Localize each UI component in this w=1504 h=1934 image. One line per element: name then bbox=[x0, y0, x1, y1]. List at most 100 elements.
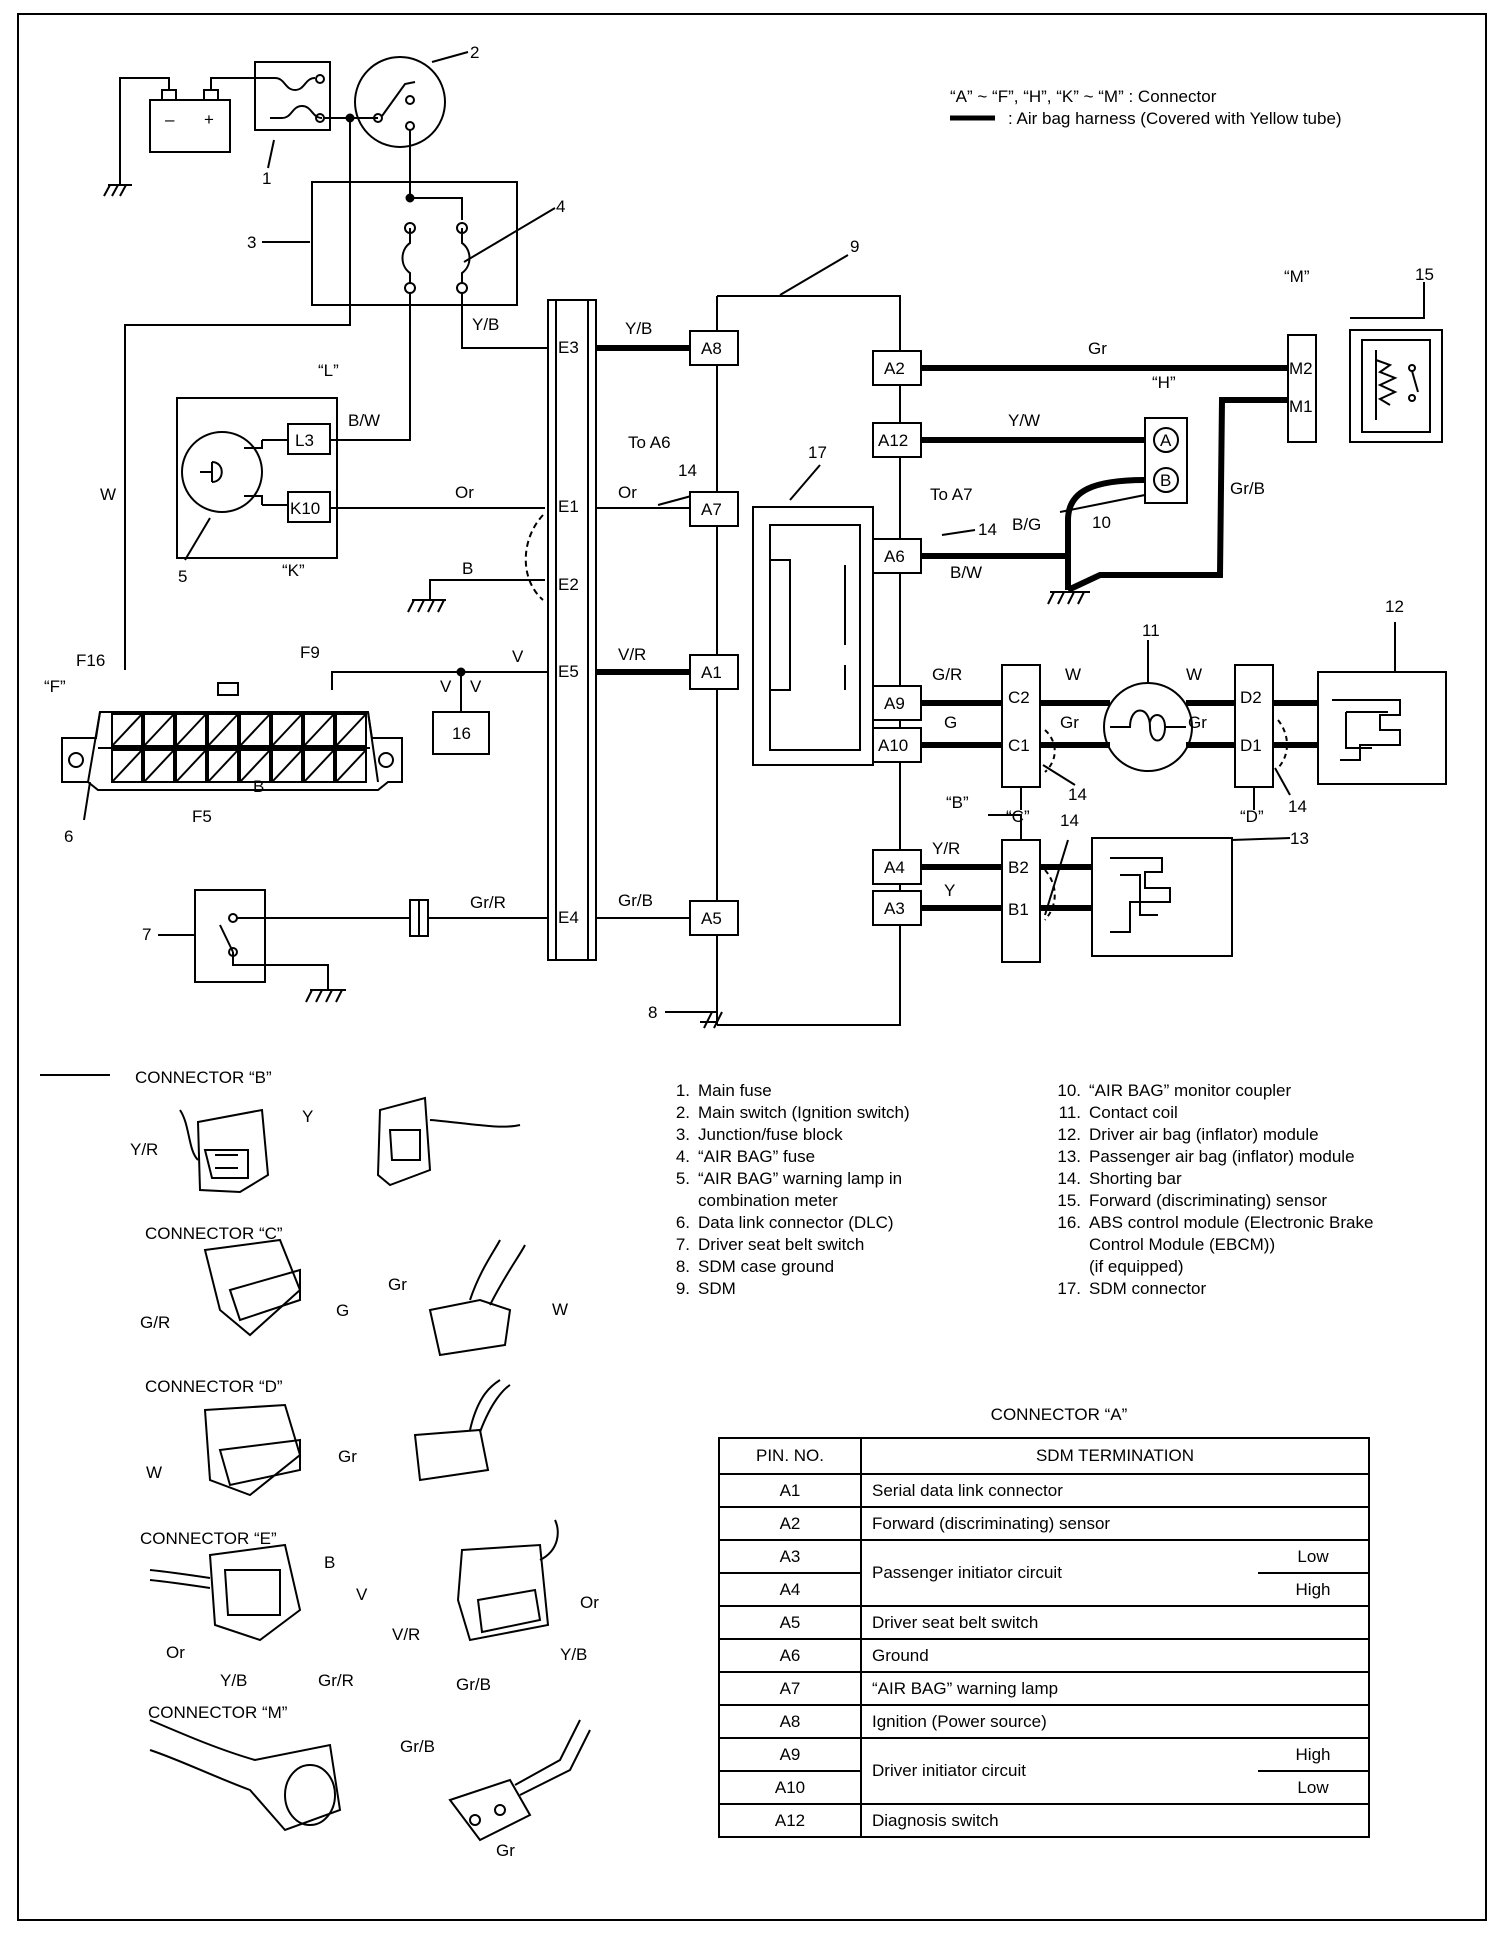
callout-14: 14 bbox=[678, 461, 697, 480]
legend-item-number: 11. bbox=[1058, 1103, 1081, 1122]
pin-cell: A2 bbox=[718, 1506, 862, 1541]
connector-d-title: CONNECTOR “D” bbox=[145, 1377, 283, 1396]
legend-item-number: 3. bbox=[675, 1125, 690, 1144]
wire-gr-r: G/R bbox=[932, 665, 962, 684]
table-header-row: PIN. NO. SDM TERMINATION bbox=[718, 1437, 1370, 1475]
pin-f9: F9 bbox=[300, 643, 320, 662]
pin-cell: A1 bbox=[718, 1473, 862, 1508]
connector-name-f: “F” bbox=[44, 677, 66, 696]
pin-box-a9 bbox=[872, 685, 922, 721]
connector-b-view bbox=[179, 1096, 521, 1194]
pin-a12: A12 bbox=[878, 431, 908, 450]
legend-item: 12.Driver air bag (inflator) module bbox=[1045, 1124, 1445, 1146]
pin-box-a6 bbox=[872, 538, 922, 574]
pin-e2: E2 bbox=[558, 575, 579, 594]
wire-y: Y bbox=[944, 881, 955, 900]
passenger-airbag-module bbox=[1091, 837, 1233, 957]
connector-e-label-b: B bbox=[324, 1553, 335, 1572]
pin-cell: A3 bbox=[718, 1539, 862, 1574]
termination-cell: Driver seat belt switch bbox=[860, 1605, 1370, 1640]
legend-item-text: Shorting bar bbox=[1089, 1169, 1182, 1188]
connector-a-title: CONNECTOR “A” bbox=[990, 1405, 1128, 1424]
connector-c-block bbox=[1001, 664, 1041, 810]
connector-e-view bbox=[149, 1519, 559, 1642]
legend-item-number: 5. bbox=[675, 1169, 690, 1188]
legend-item-number: 8. bbox=[675, 1257, 690, 1276]
table-row: A7“AIR BAG” warning lamp bbox=[718, 1671, 1370, 1706]
connector-m-title: CONNECTOR “M” bbox=[148, 1703, 288, 1722]
connector-e-label-yb: Y/B bbox=[220, 1671, 247, 1690]
pin-cell: A10 bbox=[718, 1770, 862, 1805]
pin-m1: M1 bbox=[1289, 397, 1313, 416]
pin-b1: B1 bbox=[1008, 900, 1029, 919]
header-pin-no: PIN. NO. bbox=[718, 1437, 862, 1475]
connector-c-title: CONNECTOR “C” bbox=[145, 1224, 283, 1243]
legend-item: 9.SDM bbox=[660, 1278, 1000, 1300]
wire-bw: B/W bbox=[348, 411, 380, 430]
termination-cell: Ignition (Power source) bbox=[860, 1704, 1370, 1739]
connector-e-label-or: Or bbox=[166, 1643, 185, 1662]
level-label: High bbox=[1295, 1579, 1331, 1599]
callout-2: 2 bbox=[470, 43, 479, 62]
pin-b2: B2 bbox=[1008, 858, 1029, 877]
pin-box-a7 bbox=[689, 491, 739, 527]
callout-15: 15 bbox=[1415, 265, 1434, 284]
legend-item-text: Data link connector (DLC) bbox=[698, 1213, 894, 1232]
pin-box-a10 bbox=[872, 727, 922, 763]
note-to-a7: To A7 bbox=[930, 485, 973, 504]
seat-belt-switch bbox=[194, 889, 548, 990]
legend-item-text: Forward (discriminating) sensor bbox=[1089, 1191, 1328, 1210]
legend-item-text: Driver seat belt switch bbox=[698, 1235, 865, 1254]
contact-coil bbox=[1103, 682, 1193, 772]
pin-l3: L3 bbox=[295, 431, 314, 450]
connector-c-label-gr2: Gr bbox=[388, 1275, 407, 1294]
table-row: A10 bbox=[718, 1770, 1369, 1805]
pin-box-a12 bbox=[872, 422, 922, 458]
data-link-connector bbox=[61, 682, 403, 791]
legend-item-number: 15. bbox=[1057, 1191, 1081, 1210]
connector-e-label-grr: Gr/R bbox=[318, 1671, 354, 1690]
connector-legend-note: “A” ~ “F”, “H”, “K” ~ “M” : Connector bbox=[950, 87, 1217, 106]
wire-bg: B/G bbox=[1012, 515, 1041, 534]
termination-cell: Serial data link connector bbox=[860, 1473, 1370, 1508]
callout-10: 10 bbox=[1092, 513, 1111, 532]
legend-item-number: 9. bbox=[675, 1279, 690, 1298]
pin-e4: E4 bbox=[558, 908, 579, 927]
legend-item: 11. Contact coil bbox=[1045, 1102, 1445, 1124]
connector-views bbox=[149, 1096, 591, 1842]
pin-a10: A10 bbox=[878, 736, 908, 755]
pin-a2: A2 bbox=[884, 359, 905, 378]
legend-item-text: ABS control module (Electronic Brake Con… bbox=[1089, 1213, 1374, 1276]
wire-grb: Gr/B bbox=[618, 891, 653, 910]
table-row: A4 bbox=[718, 1572, 1369, 1607]
wire-w: W bbox=[100, 485, 116, 504]
connector-m-view bbox=[149, 1719, 591, 1842]
legend-item-text: SDM connector bbox=[1089, 1279, 1207, 1298]
wire-v: V bbox=[512, 647, 524, 666]
callout-4: 4 bbox=[556, 197, 565, 216]
legend-item: 5.“AIR BAG” warning lamp in combination … bbox=[660, 1168, 1000, 1212]
connector-c-label-w: W bbox=[552, 1300, 568, 1319]
legend-item: 1.Main fuse bbox=[660, 1080, 1000, 1102]
wire-g: G bbox=[944, 713, 957, 732]
legend-item: 7.Driver seat belt switch bbox=[660, 1234, 1000, 1256]
callout-5: 5 bbox=[178, 567, 187, 586]
connector-b-label-y: Y bbox=[302, 1107, 313, 1126]
connector-m-label-grb: Gr/B bbox=[400, 1737, 435, 1756]
legend-item-text: Contact coil bbox=[1089, 1103, 1178, 1122]
legend-item: 3.Junction/fuse block bbox=[660, 1124, 1000, 1146]
pin-f5: F5 bbox=[192, 807, 212, 826]
abs-module-box bbox=[331, 667, 548, 755]
wire-w: W bbox=[1186, 665, 1202, 684]
legend-item-number: 1. bbox=[675, 1081, 690, 1100]
legend-item: 8. SDM case ground bbox=[660, 1256, 1000, 1278]
ground-symbol bbox=[407, 579, 545, 613]
wire-yw: Y/W bbox=[1008, 411, 1040, 430]
note-to-a6: To A6 bbox=[628, 433, 671, 452]
legend-item-text: SDM case ground bbox=[698, 1257, 835, 1276]
wire-b: B bbox=[462, 559, 473, 578]
